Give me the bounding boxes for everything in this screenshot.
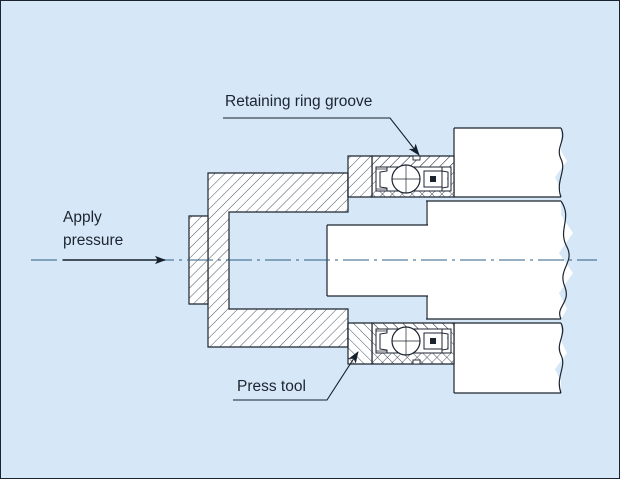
ball-bearing-lower [371,322,455,365]
press-tool-pressure-pad [188,215,209,305]
apply-pressure-annotation: Apply pressure [63,209,166,265]
apply-pressure-label-line1: Apply [63,209,102,226]
press-tool [188,155,373,365]
apply-pressure-label-line2: pressure [63,232,123,249]
break-line-lower-housing [558,322,564,394]
break-line-shaft [559,200,570,320]
break-line-upper-housing [558,127,564,198]
retaining-ring-groove-lower [412,359,421,365]
press-tool-annotation: Press tool [233,351,359,401]
retaining-ring-groove-label: Retaining ring groove [225,93,372,110]
ball-bearing-upper [371,155,455,198]
retaining-ring-groove-annotation: Retaining ring groove [223,93,420,156]
press-tool-leader [233,351,359,401]
press-tool-label: Press tool [237,378,306,395]
retaining-ring-groove-leader [223,117,420,156]
retaining-ring-groove-upper [412,155,421,161]
